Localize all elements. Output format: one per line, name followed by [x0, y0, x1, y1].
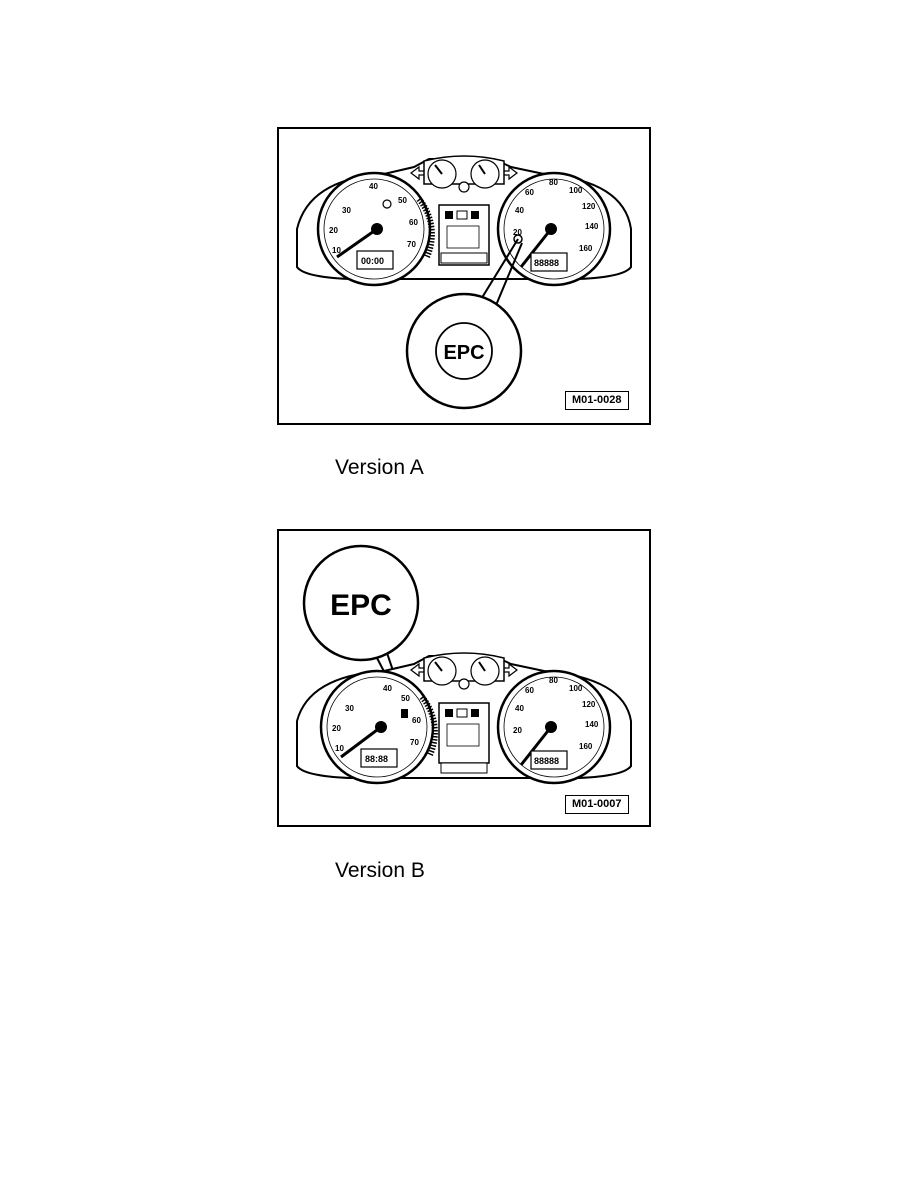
- speed-odometer-display: 88888: [534, 756, 559, 766]
- tach-odometer-display: 00:00: [361, 256, 384, 266]
- fuel-temp-gauges: [423, 652, 505, 690]
- speed-tick-80: 80: [549, 178, 558, 187]
- brake-warning-icon: [382, 199, 392, 209]
- caption-version-a: Version A: [335, 456, 424, 479]
- speed-tick-160: 160: [579, 244, 593, 253]
- speed-tick-60: 60: [525, 188, 534, 197]
- speed-tick-40: 40: [515, 206, 524, 215]
- tach-tick-30: 30: [345, 704, 354, 713]
- speed-tick-100: 100: [569, 186, 583, 195]
- tach-tick-40: 40: [383, 684, 392, 693]
- speedometer: 20 40 60 80 100 120 140 160 88888: [496, 171, 612, 287]
- figure-version-b: EPC 10 20 30 40 50 60 70 88:88: [277, 529, 651, 827]
- instrument-cluster-illustration-a: 10 20 30 40 50 60 70 00:00: [296, 155, 632, 410]
- epc-callout-label: EPC: [330, 589, 392, 622]
- tach-tick-20: 20: [332, 724, 341, 733]
- speed-tick-140: 140: [585, 222, 599, 231]
- tach-tick-40: 40: [369, 182, 378, 191]
- tach-tick-70: 70: [410, 738, 419, 747]
- tach-tick-20: 20: [329, 226, 338, 235]
- tach-tick-50: 50: [398, 196, 407, 205]
- figure-code-a: M01-0028: [565, 391, 629, 410]
- caption-version-b: Version B: [335, 859, 425, 882]
- speed-tick-20: 20: [513, 726, 522, 735]
- tach-tick-70: 70: [407, 240, 416, 249]
- tach-tick-60: 60: [412, 716, 421, 725]
- tach-tick-10: 10: [332, 246, 341, 255]
- instrument-cluster-illustration-b: EPC 10 20 30 40 50 60 70 88:88: [296, 544, 632, 785]
- speed-tick-20: 20: [513, 228, 522, 237]
- epc-callout-label: EPC: [443, 342, 484, 364]
- tach-odometer-display: 88:88: [365, 754, 388, 764]
- tach-tick-50: 50: [401, 694, 410, 703]
- speed-tick-40: 40: [515, 704, 524, 713]
- center-warning-panel: [438, 204, 490, 266]
- epc-callout-circle: [302, 544, 420, 662]
- speed-tick-120: 120: [582, 700, 596, 709]
- epc-lamp-magnified: [435, 322, 493, 380]
- speed-tick-160: 160: [579, 742, 593, 751]
- fuel-temp-gauges: [423, 155, 505, 193]
- tachometer: 10 20 30 40 50 60 70 88:88: [319, 669, 438, 785]
- speed-odometer-display: 88888: [534, 258, 559, 268]
- tach-tick-60: 60: [409, 218, 418, 227]
- speed-tick-80: 80: [549, 676, 558, 685]
- figure-code-b: M01-0007: [565, 795, 629, 814]
- figure-version-a: 10 20 30 40 50 60 70 00:00: [277, 127, 651, 425]
- center-warning-panel: [438, 702, 490, 774]
- speed-tick-140: 140: [585, 720, 599, 729]
- speed-tick-60: 60: [525, 686, 534, 695]
- speed-tick-100: 100: [569, 684, 583, 693]
- speed-tick-120: 120: [582, 202, 596, 211]
- speedometer: 20 40 60 80 100 120 140 160 88888: [496, 669, 612, 785]
- tach-tick-10: 10: [335, 744, 344, 753]
- epc-warning-lamp: [401, 709, 408, 718]
- tach-tick-30: 30: [342, 206, 351, 215]
- tachometer: 10 20 30 40 50 60 70 00:00: [316, 171, 435, 287]
